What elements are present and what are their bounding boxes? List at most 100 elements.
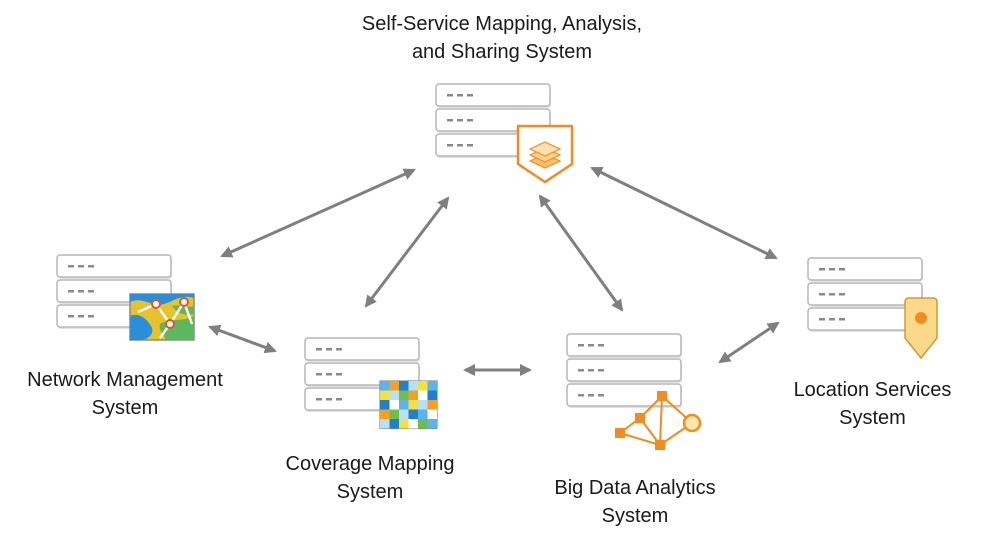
coverage-grid-cell [399,400,409,410]
graph-nodes-icon [615,391,702,450]
server-indicator-dash [336,348,342,351]
server-indicator-dash [829,318,835,321]
server-unit [566,333,682,357]
server-indicator-dash [588,394,594,397]
server-indicator-dash [316,373,322,376]
coverage-grid-cell [427,381,437,391]
server-indicator-dash [829,268,835,271]
network-map-icon [129,293,195,341]
coverage-grid-cell [399,419,409,429]
server-indicator-dash [88,315,94,318]
coverage-grid-cell [399,409,409,419]
server-indicator-dash [598,394,604,397]
coverage-grid-cell [389,400,399,410]
server-unit [807,257,923,281]
server-indicator-dash [839,293,845,296]
layers-icon [516,124,574,184]
server-indicator-dash [819,268,825,271]
coverage-grid-cell [399,381,409,391]
coverage-grid-cell [380,409,390,419]
label-location: Location Services System [750,376,995,432]
location-pin-icon [904,297,938,360]
server-indicator-dash [326,373,332,376]
server-indicator-dash [598,344,604,347]
server-indicator-dash [326,398,332,401]
label-coverage-line2: System [336,481,404,503]
server-indicator-dash [78,265,84,268]
server-unit [56,254,172,278]
coverage-grid-cell [380,390,390,400]
coverage-grid-cell [418,381,428,391]
server-indicator-dash [819,293,825,296]
server-indicator-dash [88,265,94,268]
coverage-grid-cell [389,390,399,400]
coverage-grid-cell [408,390,418,400]
server-unit [807,282,923,306]
server-indicator-dash [336,373,342,376]
coverage-grid-cell [408,381,418,391]
server-indicator-dash [316,398,322,401]
server-unit [566,358,682,382]
coverage-grid-cell [418,419,428,429]
server-indicator-dash [326,348,332,351]
server-indicator-dash [457,119,463,122]
server-indicator-dash [467,119,473,122]
arrow-selfservice-coverage [364,196,450,308]
server-indicator-dash [467,94,473,97]
connection-arrows [208,166,780,376]
arrow-selfservice-network [220,168,416,258]
server-stack-location [807,257,923,332]
label-bigdata-line2: System [601,505,669,527]
label-bigdata: Big Data Analytics System [510,474,760,530]
label-bigdata-line1: Big Data Analytics [554,477,716,499]
label-location-line1: Location Services [793,379,952,401]
server-indicator-dash [467,144,473,147]
server-indicator-dash [598,369,604,372]
coverage-grid-cell [427,409,437,419]
coverage-grid-cell [408,400,418,410]
arrow-network-coverage [208,324,277,354]
label-self-service-line1: Self-Service Mapping, Analysis, [361,13,643,35]
server-indicator-dash [447,94,453,97]
server-stack-bigdata [566,333,682,408]
coverage-grid-cell [399,390,409,400]
server-indicator-dash [457,94,463,97]
coverage-grid-cell [408,419,418,429]
server-unit [304,337,420,361]
coverage-grid-cell [418,409,428,419]
server-indicator-dash [829,293,835,296]
server-indicator-dash [316,348,322,351]
label-network-line2: System [91,397,159,419]
server-indicator-dash [68,290,74,293]
coverage-grid-cell [408,409,418,419]
coverage-grid-icon [379,380,438,430]
coverage-grid-cell [418,390,428,400]
server-indicator-dash [68,265,74,268]
server-indicator-dash [447,119,453,122]
coverage-grid-cell [418,400,428,410]
label-self-service-line2: and Sharing System [411,41,593,63]
server-indicator-dash [88,290,94,293]
server-indicator-dash [336,398,342,401]
server-indicator-dash [819,318,825,321]
server-unit [566,383,682,407]
server-indicator-dash [78,290,84,293]
coverage-grid-cell [380,419,390,429]
label-network-line1: Network Management [27,369,223,391]
arrow-bigdata-location [718,321,780,364]
server-unit [435,83,551,107]
arrow-selfservice-bigdata [538,194,624,312]
server-indicator-dash [588,369,594,372]
server-indicator-dash [839,318,845,321]
coverage-grid-cell [427,400,437,410]
coverage-grid-cell [389,409,399,419]
coverage-grid-cell [427,390,437,400]
server-unit [304,362,420,386]
server-indicator-dash [78,315,84,318]
coverage-grid-cell [389,381,399,391]
coverage-grid-cell [380,381,390,391]
server-indicator-dash [588,344,594,347]
label-coverage-line1: Coverage Mapping [285,453,455,475]
